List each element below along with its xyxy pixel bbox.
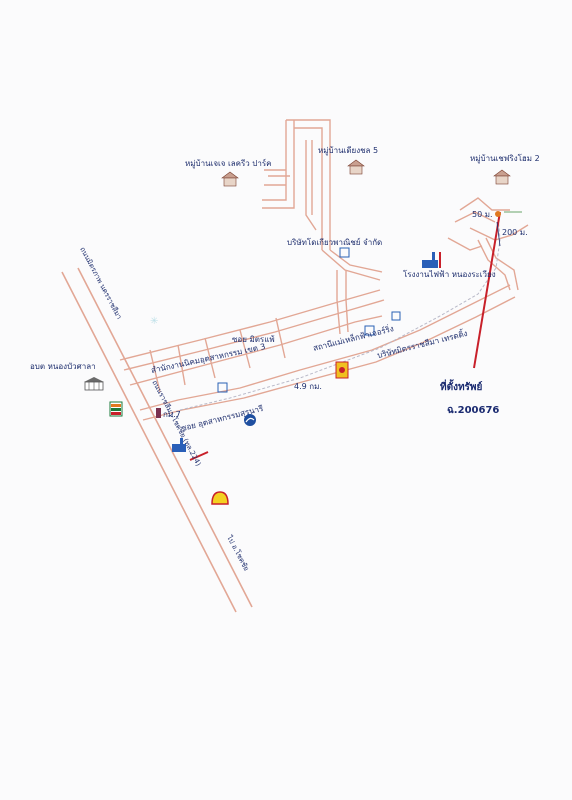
property-pointer-line [473,211,501,369]
school-icon [84,377,104,391]
building-square-icon [217,382,228,393]
label-village-jj: หมู่บ้านเจเจ เลครีว ปาร์ค [185,159,272,168]
label-village-dianchai: หมู่บ้านเดียงชล 5 [318,146,379,155]
seven-eleven-icon [109,401,123,417]
label-tao-office: อบต หนองบัวศาลา [30,362,96,371]
building-square-icon [391,311,401,321]
deed-number: ฉ.200676 [447,405,500,416]
factory-icon [172,438,186,452]
house-icon [347,159,365,175]
pin-icon [495,211,501,217]
label-company-phanich: บริษัทโดเกียวพาณิชย์ จำกัด [287,238,383,247]
label-village-srisiam: หมู่บ้านเชฟริงโฮม 2 [470,154,540,163]
gas-sign-icon [335,361,349,379]
factory-icon [422,252,441,268]
label-dist-200: 200 ม. [502,228,528,237]
label-soi-miban: ซอย มิตรแพ้ [232,335,275,344]
label-dist-4-9: 4.9 กม. [294,382,322,391]
shell-icon [211,491,229,505]
red-road-marker [189,451,209,461]
main-highway [61,267,253,613]
house-icon [221,171,239,187]
label-dist-50: 50 ม. [472,210,493,219]
fuel-icon [244,414,256,426]
label-km7: กม.7 [163,410,181,419]
property-title: ที่ตั้งทรัพย์ [440,382,483,393]
building-square-icon [364,325,375,336]
distance-arrow [496,221,501,247]
building-square-icon [339,247,350,258]
route-dashed [179,214,501,411]
watermark-mark: ✳ [150,316,158,327]
road-network [119,119,529,421]
km-post-icon [156,408,161,418]
house-icon [493,169,511,185]
label-power-plant: โรงงานไฟฟ้า หนองระเวียง [403,270,496,279]
